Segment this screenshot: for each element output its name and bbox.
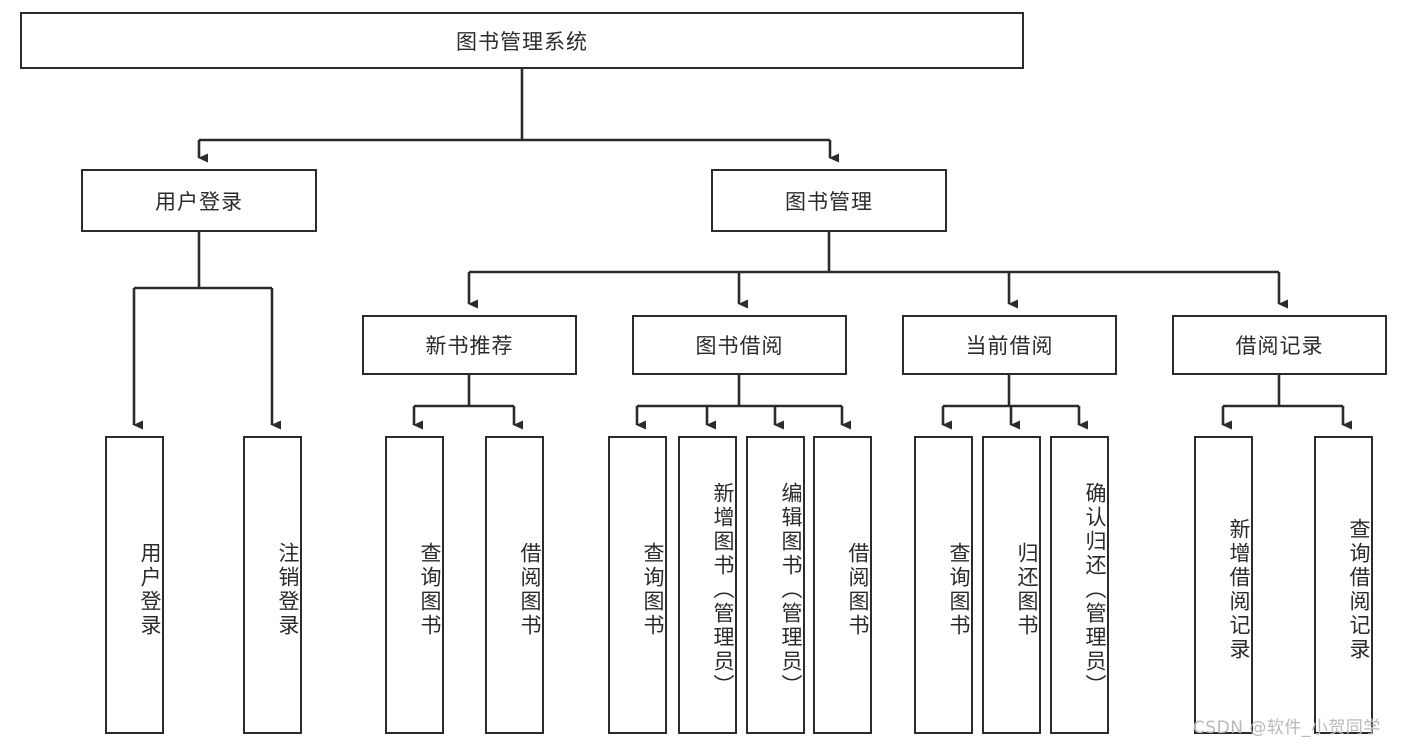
node-root[interactable]: 图书管理系统 (20, 12, 1024, 69)
leaf-return-book[interactable]: 归还图书 (982, 436, 1041, 734)
node-new-book-recommend[interactable]: 新书推荐 (362, 315, 577, 375)
leaf-borrow-book[interactable]: 借阅图书 (813, 436, 872, 734)
node-user-login[interactable]: 用户登录 (81, 169, 317, 232)
leaf-borrow-book-new[interactable]: 借阅图书 (485, 436, 544, 734)
leaf-query-book-borrow[interactable]: 查询图书 (608, 436, 667, 734)
leaf-logout[interactable]: 注销登录 (243, 436, 302, 734)
leaf-query-book-current[interactable]: 查询图书 (914, 436, 973, 734)
node-borrow-records[interactable]: 借阅记录 (1172, 315, 1387, 375)
leaf-query-borrow-record[interactable]: 查询借阅记录 (1314, 436, 1373, 734)
leaf-add-borrow-record[interactable]: 新增借阅记录 (1194, 436, 1253, 734)
leaf-edit-book-admin[interactable]: 编辑图书（管理员） (746, 436, 805, 734)
node-current-borrow[interactable]: 当前借阅 (902, 315, 1117, 375)
watermark: CSDN @软件_小贺同学 (1193, 718, 1381, 738)
leaf-query-book-new[interactable]: 查询图书 (385, 436, 444, 734)
leaf-add-book-admin[interactable]: 新增图书（管理员） (678, 436, 737, 734)
leaf-user-login[interactable]: 用户登录 (105, 436, 164, 734)
node-book-management[interactable]: 图书管理 (711, 169, 947, 232)
leaf-confirm-return-admin[interactable]: 确认归还（管理员） (1050, 436, 1109, 734)
node-book-borrow[interactable]: 图书借阅 (632, 315, 847, 375)
